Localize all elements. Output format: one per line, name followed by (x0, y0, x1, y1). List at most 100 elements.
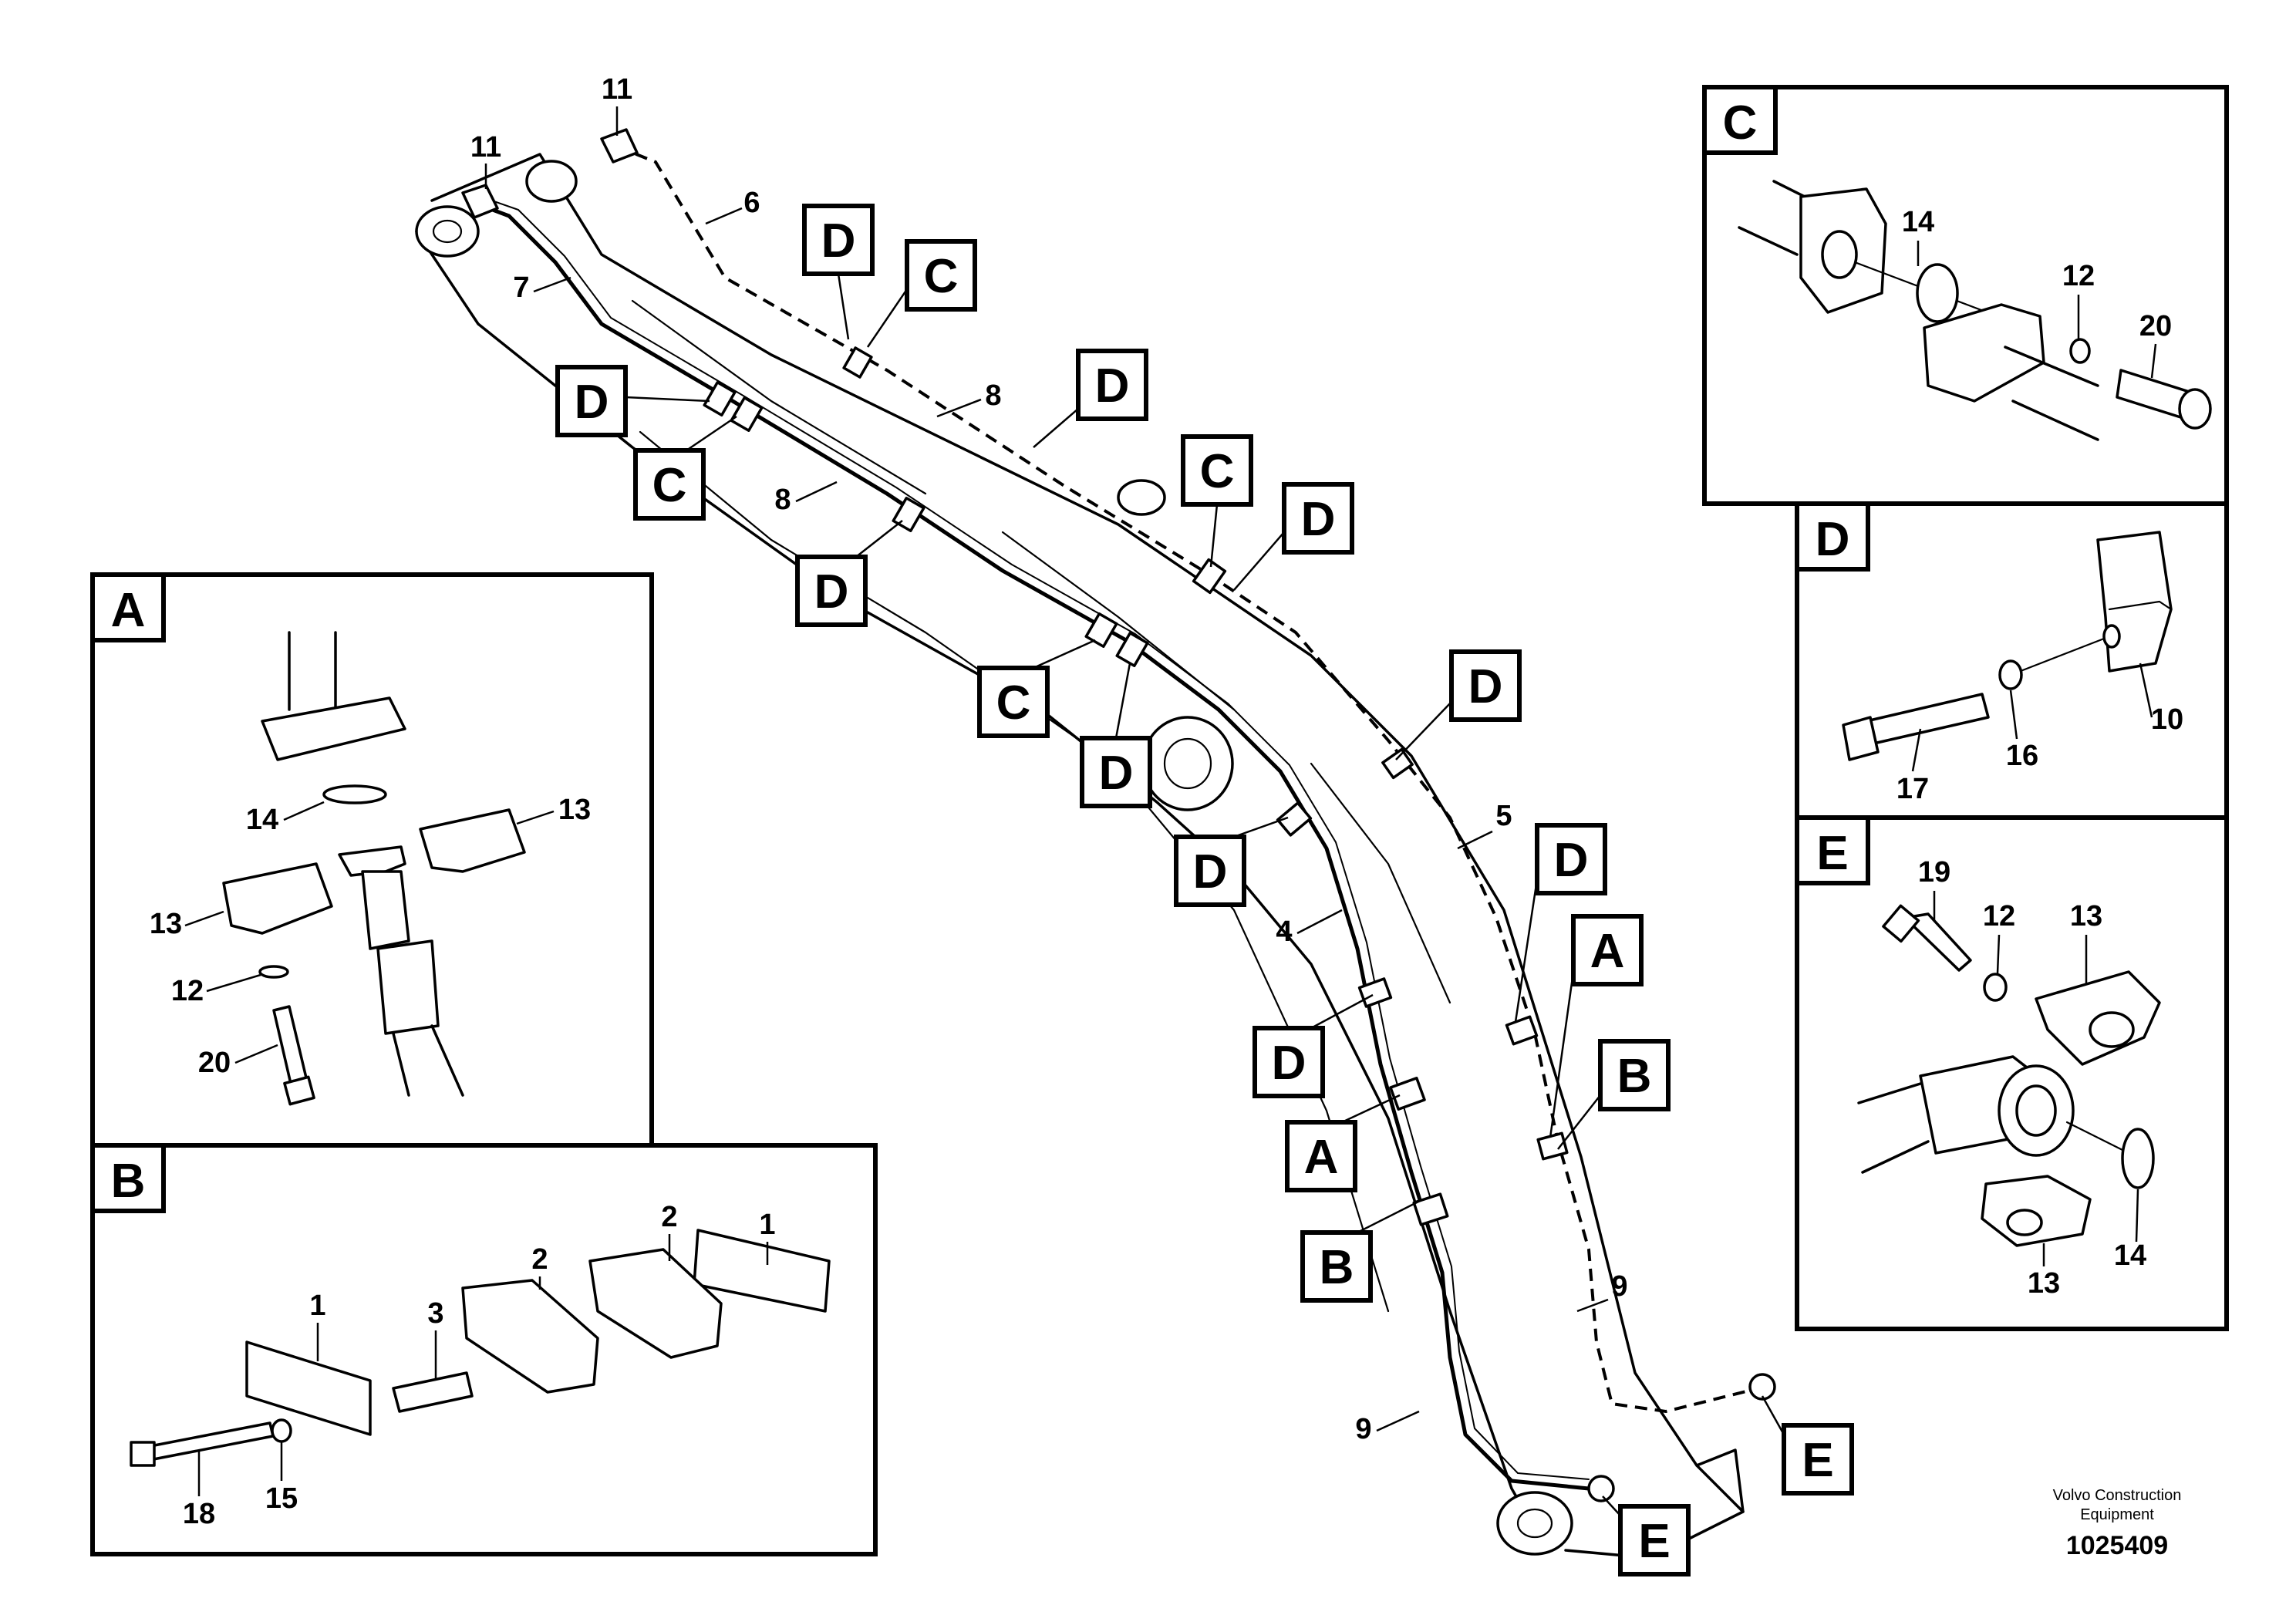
tag-e: E (1761, 1395, 1854, 1496)
svg-text:C: C (996, 676, 1031, 730)
callout-9-left: 9 (1355, 1413, 1371, 1445)
callout-6: 6 (743, 187, 760, 219)
nose-pin-hole (1516, 1508, 1553, 1539)
detail-c-panel: C 14 12 20 (1702, 85, 2229, 506)
detail-e-callout-13-top: 13 (2070, 900, 2102, 932)
end-fitting-right (1748, 1373, 1776, 1401)
upper-pin-boss (525, 160, 578, 203)
svg-text:D: D (1468, 660, 1503, 713)
svg-text:C: C (652, 459, 687, 512)
tag-d: D (1033, 349, 1148, 448)
detail-e-callout-13-bottom: 13 (2028, 1267, 2060, 1300)
clamp (1276, 801, 1313, 837)
publisher-footer: Volvo Construction Equipment 1025409 (2053, 1487, 2182, 1560)
tag-d: D (1080, 663, 1152, 808)
clamp (1536, 1131, 1569, 1161)
tag-e: E (1602, 1496, 1691, 1576)
main-callouts: 11 11 6 7 8 8 5 4 9 9 (470, 73, 1628, 1445)
leader-8-upper (936, 398, 982, 418)
svg-text:B: B (1320, 1241, 1354, 1294)
end-fitting-left (1587, 1475, 1615, 1502)
document-number: 1025409 (2066, 1531, 2168, 1560)
detail-d-callout-10: 10 (2151, 703, 2183, 736)
tag-d: D (1253, 993, 1374, 1098)
svg-text:D: D (814, 565, 849, 619)
detail-e-callout-19: 19 (1918, 856, 1950, 889)
nose-pin-boss (1496, 1491, 1573, 1556)
detail-d-callout-17: 17 (1896, 773, 1929, 805)
detail-e-panel: E 19 12 13 14 13 (1795, 815, 2229, 1331)
hydraulic-line-hidden (616, 145, 1759, 1414)
clamp (1389, 1076, 1426, 1111)
tag-a: A (1285, 1094, 1401, 1192)
publisher-line-2: Equipment (2080, 1506, 2154, 1523)
clamp (1192, 558, 1227, 595)
detail-a-panel: A 14 13 13 12 20 (90, 572, 654, 1148)
detail-c-title-box (1702, 85, 1778, 155)
tag-d: D (1174, 816, 1289, 907)
boom-rib-1 (631, 299, 927, 495)
hydraulic-line-solid-inner (487, 198, 1590, 1480)
detail-a-callout-13-left: 13 (150, 908, 182, 940)
detail-a-callout-12: 12 (171, 975, 204, 1007)
svg-text:E: E (1638, 1515, 1670, 1568)
detail-c-callout-20: 20 (2139, 310, 2172, 342)
tag-c: C (633, 415, 737, 521)
detail-a-title: A (111, 584, 146, 637)
tag-d: D (802, 204, 875, 340)
svg-text:D: D (1099, 747, 1134, 800)
callout-7: 7 (513, 271, 529, 304)
svg-text:D: D (821, 214, 856, 268)
hydraulic-line-solid (476, 202, 1591, 1491)
callout-11-left: 11 (470, 131, 501, 164)
clamp (703, 381, 737, 416)
detail-e-title: E (1816, 827, 1848, 880)
detail-b-callout-18: 18 (183, 1498, 215, 1530)
detail-c-callout-14: 14 (1902, 206, 1934, 238)
svg-text:D: D (1554, 834, 1589, 887)
tag-a: A (1549, 914, 1644, 1138)
detail-d-title: D (1816, 513, 1850, 566)
svg-text:D: D (1095, 359, 1130, 413)
tag-c: C (866, 239, 977, 348)
leader-9-left (1376, 1410, 1420, 1432)
detail-b-panel: B 1 2 2 1 3 18 15 (90, 1143, 878, 1556)
detail-e-callout-14: 14 (2114, 1239, 2146, 1272)
detail-b-title: B (111, 1155, 146, 1208)
tag-d: D (1514, 823, 1607, 1023)
svg-text:C: C (924, 250, 959, 303)
svg-text:D: D (575, 376, 609, 429)
tag-c: C (1181, 434, 1253, 568)
leader-5 (1457, 830, 1493, 850)
svg-text:B: B (1617, 1050, 1652, 1103)
detail-a-callout-14: 14 (246, 804, 278, 836)
boom-upper-edge (430, 153, 1745, 1513)
clamp (1115, 632, 1149, 667)
detail-b-callout-2-right: 2 (661, 1201, 677, 1233)
clamp (1381, 747, 1414, 780)
callout-11-top: 11 (602, 73, 632, 106)
leader-4 (1296, 909, 1343, 935)
detail-b-callout-15: 15 (265, 1482, 298, 1515)
clamp (1412, 1192, 1449, 1226)
tag-d: D (1395, 649, 1522, 760)
foot-pin-boss (415, 205, 480, 258)
clamp (1084, 612, 1118, 648)
callout-4: 4 (1276, 916, 1292, 948)
top-fitting-left (461, 184, 499, 219)
tag-d: D (555, 365, 710, 437)
detail-d-panel: D 10 16 17 (1795, 501, 2229, 820)
detail-a-callout-20: 20 (198, 1047, 231, 1079)
leader-7 (533, 276, 571, 293)
svg-text:A: A (1304, 1131, 1339, 1184)
publisher-line-1: Volvo Construction (2053, 1487, 2182, 1504)
cylinder-mount-boss (1141, 716, 1234, 811)
boom-rib-3 (1310, 762, 1451, 1004)
top-fitting-right (600, 128, 639, 164)
detail-c-title: C (1723, 96, 1758, 150)
detail-d-title-box (1795, 501, 1870, 572)
clamp (1505, 1015, 1539, 1046)
tag-b: B (1557, 1039, 1671, 1150)
svg-text:D: D (1193, 845, 1228, 899)
